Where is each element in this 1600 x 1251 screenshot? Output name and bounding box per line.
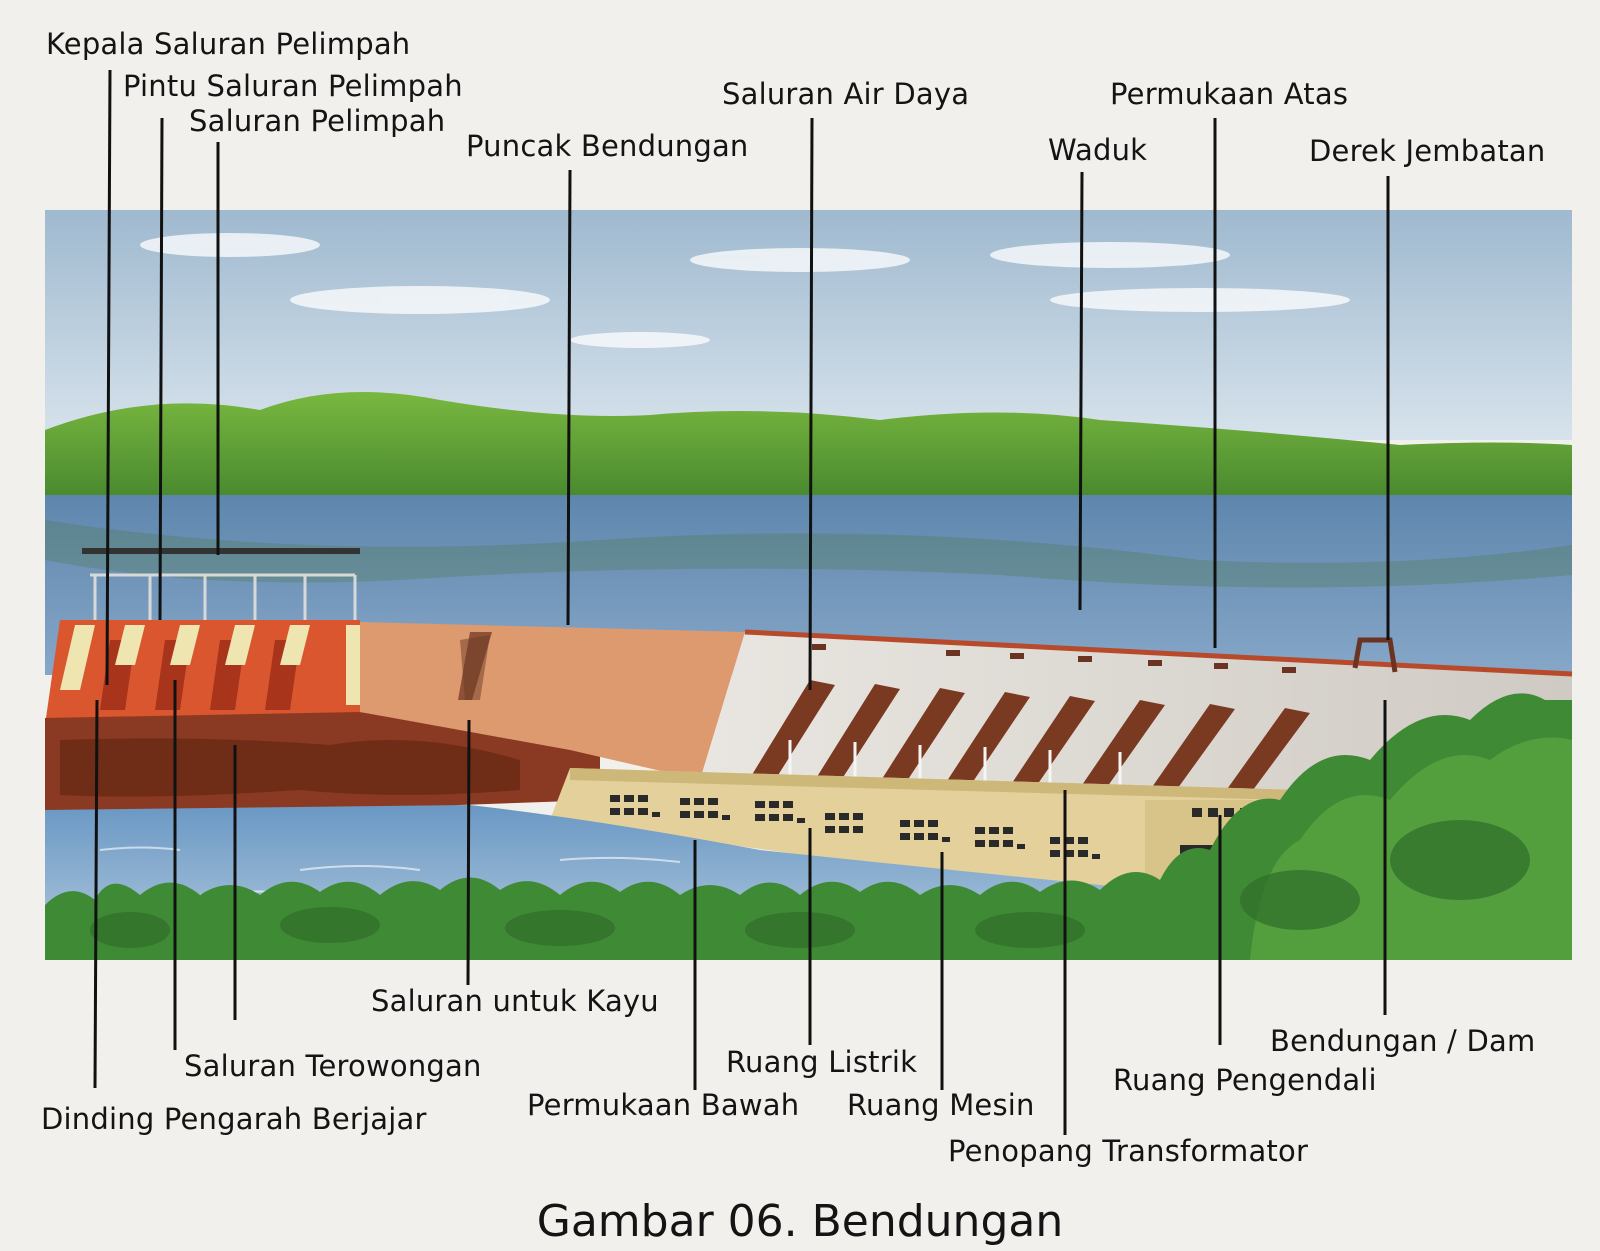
transformer-posts: [788, 740, 1122, 786]
embankment: [360, 622, 745, 780]
label-saluran-pelimpah: Saluran Pelimpah: [189, 104, 446, 138]
spillway: [45, 548, 360, 725]
vegetation: [45, 693, 1572, 960]
label-pintu-saluran-pelimpah: Pintu Saluran Pelimpah: [123, 69, 463, 103]
label-ruang-mesin: Ruang Mesin: [847, 1088, 1035, 1122]
label-ruang-pengendali: Ruang Pengendali: [1113, 1063, 1377, 1097]
label-saluran-air-daya: Saluran Air Daya: [722, 77, 970, 111]
label-bendungan-dam: Bendungan / Dam: [1270, 1024, 1536, 1058]
label-derek-jembatan: Derek Jembatan: [1309, 134, 1546, 168]
label-puncak-bendungan: Puncak Bendungan: [466, 129, 749, 163]
figure-caption: Gambar 06. Bendungan: [536, 1196, 1064, 1247]
hills: [45, 392, 1572, 520]
label-permukaan-bawah: Permukaan Bawah: [527, 1088, 800, 1122]
penstocks: [750, 680, 1310, 794]
label-saluran-terowongan: Saluran Terowongan: [184, 1049, 482, 1083]
label-dinding-pengarah-berjajar: Dinding Pengarah Berjajar: [41, 1102, 427, 1136]
clouds: [140, 233, 1350, 348]
crest-hatches: [812, 644, 1296, 673]
label-saluran-untuk-kayu: Saluran untuk Kayu: [371, 984, 659, 1018]
label-waduk: Waduk: [1048, 133, 1148, 167]
label-permukaan-atas: Permukaan Atas: [1110, 77, 1349, 111]
label-kepala-saluran-pelimpah: Kepala Saluran Pelimpah: [46, 27, 411, 61]
label-ruang-listrik: Ruang Listrik: [726, 1045, 918, 1079]
bridge-crane: [1352, 637, 1398, 673]
leader-lines: [93, 69, 1390, 1135]
label-penopang-transformator: Penopang Transformator: [948, 1134, 1309, 1168]
